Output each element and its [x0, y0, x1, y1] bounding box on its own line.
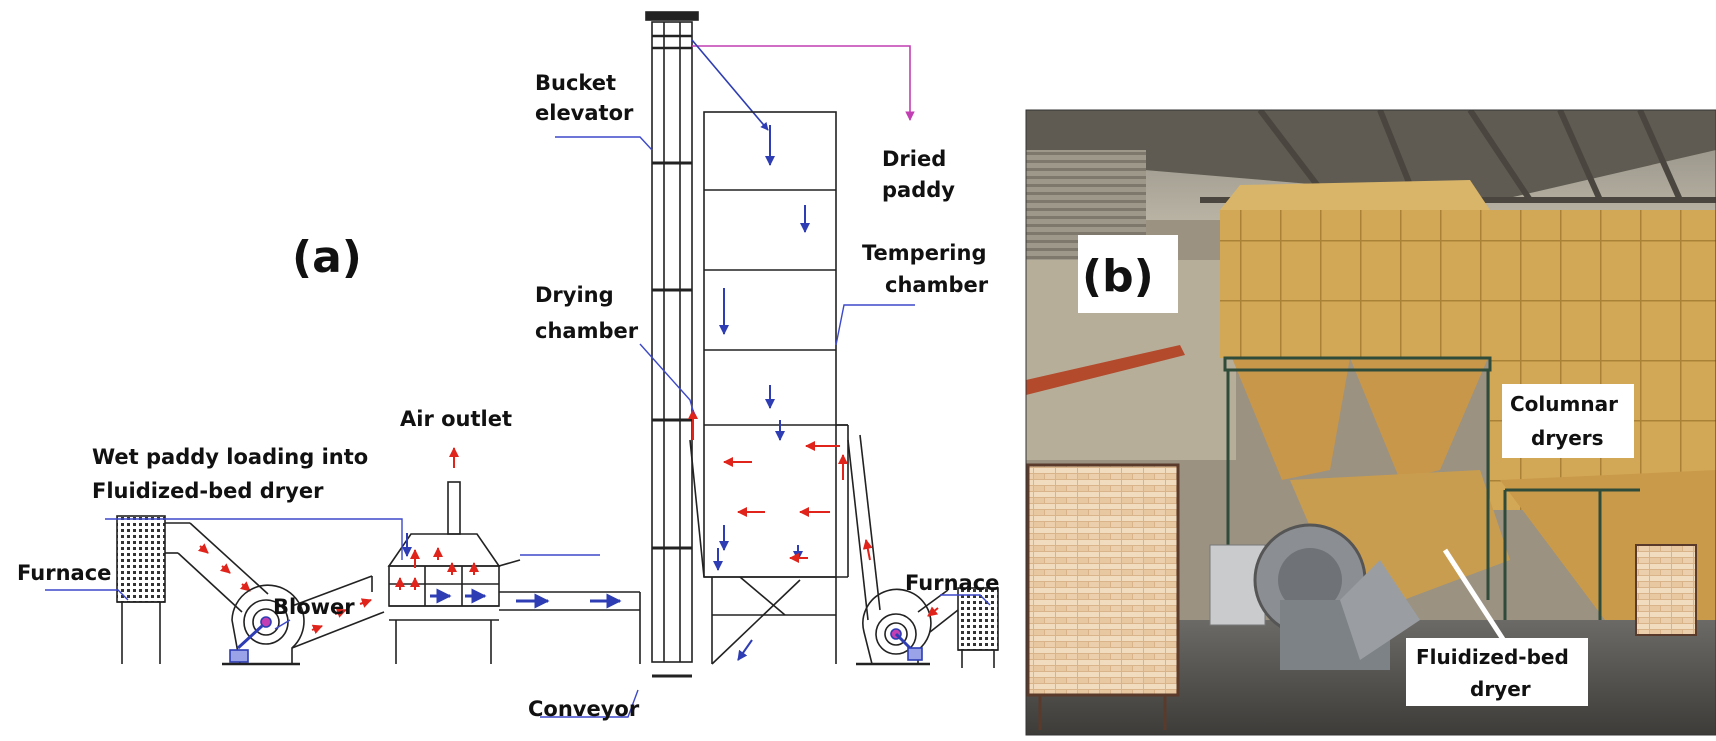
dryer-tower: [688, 111, 881, 665]
label-furnace-left: Furnace: [17, 561, 111, 585]
fluidized-bed-dryer: [387, 447, 521, 664]
label-blower: Blower: [273, 595, 355, 619]
panel-a-diagram: (a): [17, 11, 999, 721]
label-air-outlet: Air outlet: [400, 407, 512, 431]
label-drying-chamber-line2: chamber: [535, 319, 639, 343]
duct-blower-dryer: [291, 575, 385, 649]
columnar-label-box: [1502, 384, 1634, 458]
label-wet-paddy-line1: Wet paddy loading into: [92, 445, 368, 469]
diagram-labels: Bucket elevator Dried paddy Tempering ch…: [17, 71, 999, 721]
left-furnace: [116, 515, 166, 664]
label-furnace-right: Furnace: [905, 571, 999, 595]
label-dried-paddy-line1: Dried: [882, 147, 946, 171]
label-columnar-line2: dryers: [1531, 426, 1604, 450]
panel-b-label-box: [1078, 235, 1178, 313]
duct-furnace-blower: [165, 522, 269, 613]
label-tempering-chamber-line2: chamber: [885, 273, 989, 297]
right-furnace: [957, 587, 999, 668]
label-fluidized-line1: Fluidized-bed: [1416, 645, 1569, 669]
label-bucket-elevator-line2: elevator: [535, 101, 634, 125]
label-conveyor: Conveyor: [528, 697, 640, 721]
panel-b-photo: (b) Columnar dryers Fluidized-bed dryer: [1025, 109, 1716, 736]
panel-b-label: (b): [1082, 251, 1154, 302]
conveyor: [499, 591, 641, 664]
leader-lines: [45, 136, 991, 718]
label-dried-paddy-line2: paddy: [882, 178, 955, 202]
fluidized-label-box: [1406, 638, 1588, 706]
panel-a-label: (a): [292, 232, 362, 283]
label-columnar-line1: Columnar: [1510, 392, 1618, 416]
label-wet-paddy-line2: Fluidized-bed dryer: [92, 479, 324, 503]
bucket-elevator: [645, 11, 699, 678]
right-blower: [856, 588, 959, 666]
dried-paddy-line: [691, 39, 915, 131]
label-bucket-elevator-line1: Bucket: [535, 71, 616, 95]
label-tempering-chamber-line1: Tempering: [862, 241, 986, 265]
label-fluidized-line2: dryer: [1470, 677, 1531, 701]
label-drying-chamber-line1: Drying: [535, 283, 614, 307]
